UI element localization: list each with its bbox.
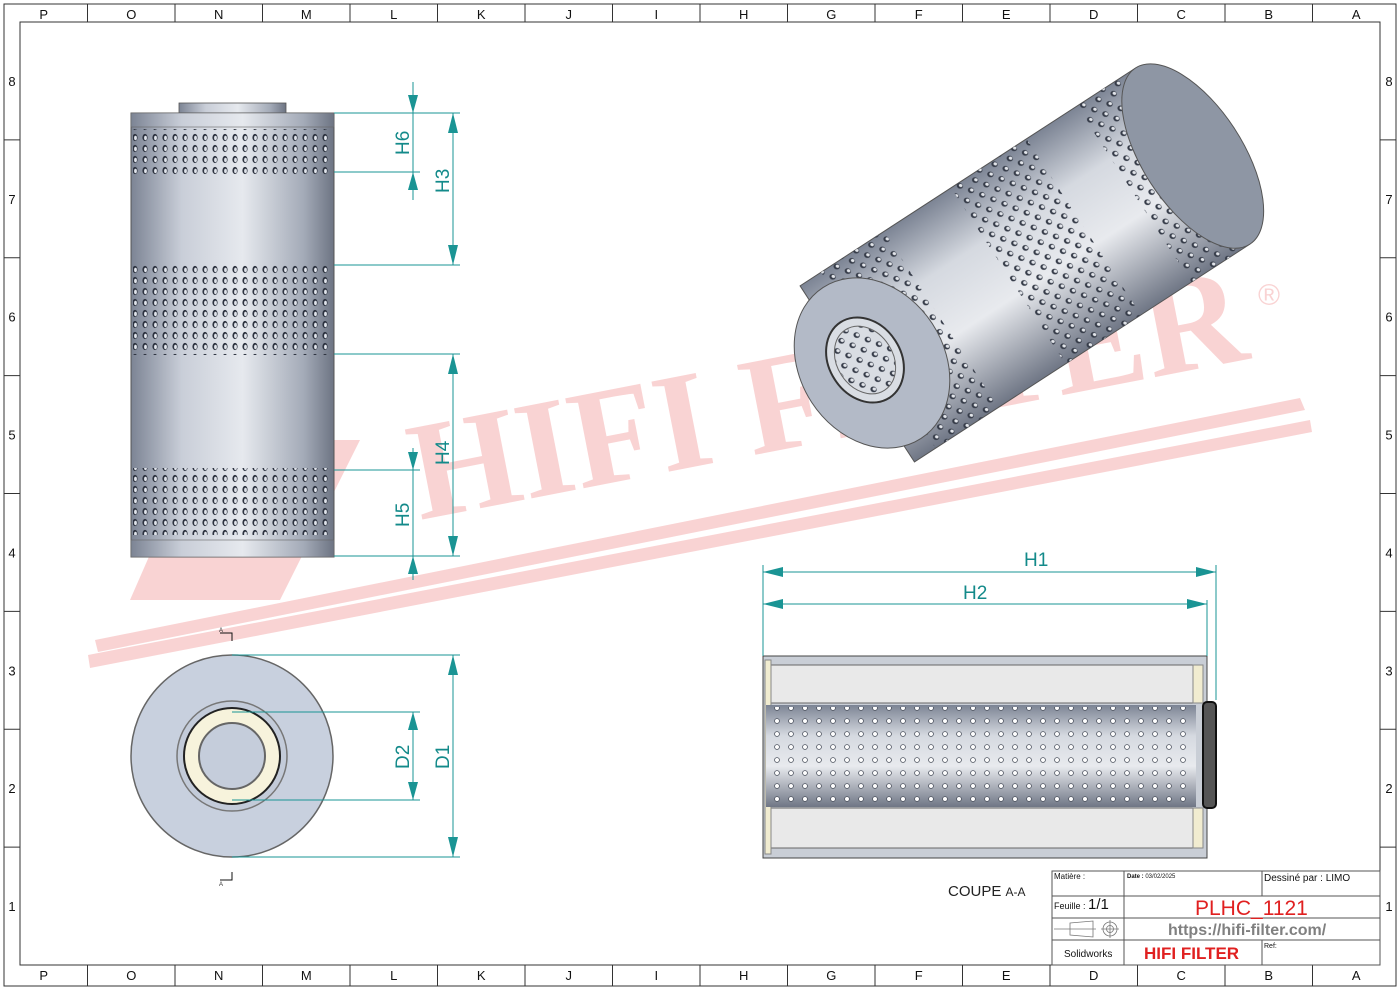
section-marker-bottom: A [219,882,223,888]
column-label: A [1352,7,1361,22]
ref-label: Ref: [1264,943,1277,950]
row-label: 8 [1385,74,1392,89]
column-label: F [915,968,923,983]
date-field: Date : 03/02/2025 [1127,874,1176,880]
sheet-field: Feuille : 1/1 [1054,896,1109,913]
column-label: B [1264,968,1273,983]
drawn-by-field: Dessiné par : LIMO [1264,873,1350,884]
dim-h2: H2 [963,583,987,604]
column-label: K [477,7,486,22]
perforation-band-middle [133,265,332,355]
dim-h5: H5 [393,503,414,527]
row-label: 5 [8,428,15,443]
column-label: A [1352,968,1361,983]
row-label: 8 [8,74,15,89]
row-label: 2 [1385,781,1392,796]
row-label: 6 [8,310,15,325]
column-label: I [654,7,658,22]
website-url: https://hifi-filter.com/ [1168,922,1327,939]
column-label: G [826,968,836,983]
side-view-dimensions: H6 H3 H4 H5 [334,82,460,580]
dim-d2: D2 [393,745,414,769]
column-label: H [739,968,748,983]
row-label: 4 [1385,545,1392,560]
column-label: O [126,968,136,983]
column-label: P [39,7,48,22]
column-label: B [1264,7,1273,22]
part-number: PLHC_1121 [1195,897,1308,920]
row-label: 2 [8,781,15,796]
dim-h1: H1 [1024,550,1048,571]
column-label: C [1177,968,1186,983]
row-label: 6 [1385,310,1392,325]
dim-h3: H3 [433,169,454,193]
section-marker-top: A [219,628,223,634]
column-label: D [1089,7,1098,22]
end-view-dimensions: D2 D1 [232,654,460,858]
dim-d1: D1 [433,745,454,769]
filter-end-view: A A [130,628,334,888]
title-block: Matière : Date : 03/02/2025 Dessiné par … [1051,870,1381,966]
column-label: M [301,968,312,983]
row-labels-right: 8 7 6 5 4 3 2 1 [1380,74,1396,914]
column-label: O [126,7,136,22]
company-name: HIFI FILTER [1144,944,1239,963]
column-label: E [1002,968,1011,983]
column-label: I [654,968,658,983]
column-label: K [477,968,486,983]
perforation-band-top [133,129,332,175]
dim-h4: H4 [433,440,454,465]
column-label: H [739,7,748,22]
section-view-dimensions: H1 H2 [762,550,1217,700]
registered-mark: ® [1258,279,1280,312]
row-label: 4 [8,545,15,560]
row-label: 3 [8,663,15,678]
row-label: 3 [1385,663,1392,678]
column-label: N [214,7,223,22]
column-label: G [826,7,836,22]
column-label: L [390,7,397,22]
column-label: N [214,968,223,983]
filter-isometric-view [793,63,1265,463]
material-label: Matière : [1054,872,1085,881]
software-label: Solidworks [1064,949,1112,960]
row-label: 7 [8,192,15,207]
row-label: 7 [1385,192,1392,207]
column-label: P [39,968,48,983]
column-label: L [390,968,397,983]
column-label: F [915,7,923,22]
row-labels-left: 8 7 6 5 4 3 2 1 [4,74,20,914]
column-label: J [566,7,573,22]
column-label: D [1089,968,1098,983]
column-label: E [1002,7,1011,22]
column-label: M [301,7,312,22]
row-label: 5 [1385,428,1392,443]
perforation-band-bottom [133,468,332,535]
row-label: 1 [1385,899,1392,914]
projection-symbol-icon [1054,920,1119,938]
column-label: J [566,968,573,983]
column-label: C [1177,7,1186,22]
row-label: 1 [8,899,15,914]
dim-h6: H6 [393,131,414,155]
filter-side-view [130,102,335,558]
section-label: COUPE A-A [948,883,1026,900]
section-view-a-a [762,655,1217,859]
